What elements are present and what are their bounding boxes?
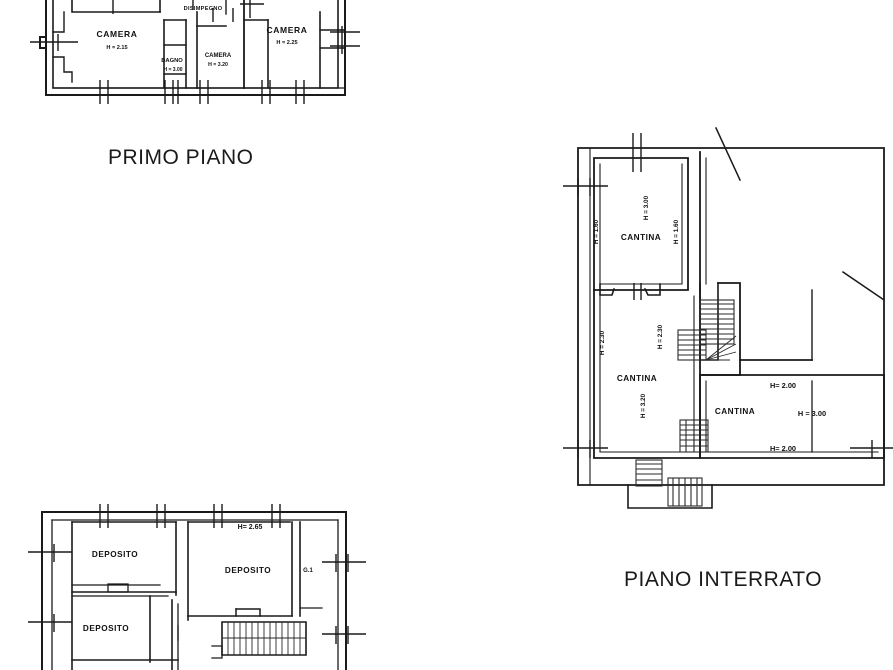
room-label: CANTINA — [715, 407, 755, 416]
height-label: H = 3.00 — [798, 409, 826, 418]
room-label: DEPOSITO — [83, 624, 129, 633]
height-label: H= 2.00 — [770, 444, 796, 453]
room-label: CANTINA — [617, 374, 657, 383]
primo-piano-openings — [30, 0, 360, 104]
deposito-stairs — [222, 622, 306, 655]
room-label: DEPOSITO — [92, 550, 138, 559]
room-height-label: H = 2.25 — [276, 40, 297, 46]
room-label: DISIMPEGNO — [184, 6, 223, 12]
deposito-room-labels: DEPOSITO DEPOSITO DEPOSITO H= 2.65 G.1 — [83, 524, 314, 633]
room-height-label: H = 2.15 — [106, 45, 127, 51]
deposito-openings — [28, 504, 366, 644]
piano-interrato-height-labels: H = 1.60 H = 3.00 H = 1.60 H = 2.30 H = … — [593, 195, 826, 453]
room-label: CAMERA — [267, 25, 308, 35]
plan-primo-piano-geometry — [39, 0, 346, 96]
primo-piano-room-labels: CAMERA H = 2.15 DISIMPEGNO BAGNO H = 3.0… — [97, 6, 308, 73]
height-label: H = 2.30 — [599, 330, 606, 355]
room-height-label: H = 3.00 — [163, 67, 182, 73]
piano-interrato-openings — [563, 133, 893, 458]
stairs — [635, 299, 737, 507]
height-label: G.1 — [303, 568, 313, 574]
piano-interrato-room-labels: CANTINA CANTINA CANTINA — [617, 233, 755, 416]
room-label: CAMERA — [205, 53, 232, 59]
room-label: CAMERA — [97, 29, 138, 39]
plan-title-primo-piano: PRIMO PIANO — [108, 146, 254, 169]
room-height-label: H = 3.20 — [208, 62, 228, 68]
height-label: H= 2.00 — [770, 381, 796, 390]
plan-title-piano-interrato: PIANO INTERRATO — [624, 568, 823, 591]
plan-piano-interrato-geometry — [577, 127, 886, 509]
plan-deposito-geometry — [41, 511, 347, 670]
height-label: H = 2.30 — [657, 324, 664, 349]
height-label: H= 2.65 — [238, 524, 263, 531]
room-label: BAGNO — [161, 58, 183, 64]
height-label: H = 3.20 — [640, 393, 647, 418]
room-label: CANTINA — [621, 233, 661, 242]
height-label: H = 3.00 — [643, 195, 650, 220]
room-label: DEPOSITO — [225, 566, 271, 575]
height-label: H = 1.60 — [673, 219, 680, 244]
height-label: H = 1.60 — [593, 219, 600, 244]
